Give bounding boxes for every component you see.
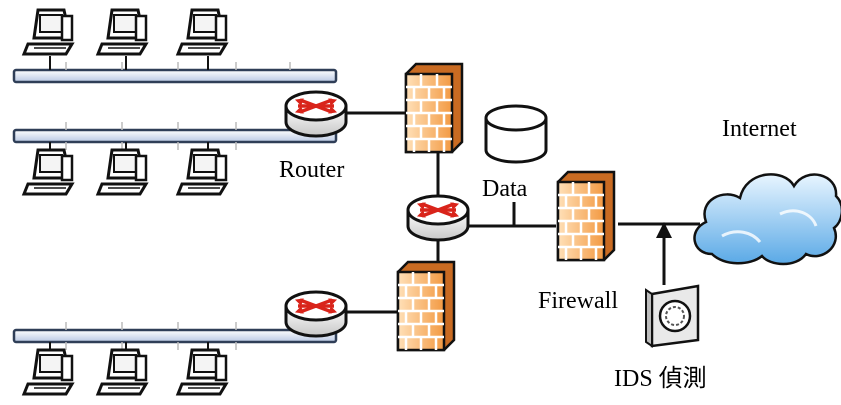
firewall-icon bbox=[556, 170, 616, 262]
computer-icon bbox=[96, 8, 148, 56]
computer-icon bbox=[176, 348, 228, 396]
ids-arrow-icon bbox=[656, 222, 672, 238]
computer-icon bbox=[176, 148, 228, 196]
router-label: Router bbox=[279, 157, 345, 183]
database-icon bbox=[484, 104, 548, 164]
firewall-label: Firewall bbox=[538, 288, 618, 314]
router-icon bbox=[284, 90, 348, 138]
computer-icon bbox=[96, 348, 148, 396]
ids-label: IDS 偵測 bbox=[614, 366, 707, 392]
computer-icon bbox=[96, 148, 148, 196]
computer-icon bbox=[176, 8, 228, 56]
firewall-icon bbox=[396, 260, 456, 352]
router-icon bbox=[406, 194, 470, 242]
internet-cloud-icon bbox=[693, 173, 841, 266]
ids-sensor-icon bbox=[645, 284, 700, 348]
firewall-icon bbox=[404, 62, 464, 154]
network-bus-1 bbox=[12, 68, 338, 84]
lan-bottom bbox=[12, 322, 338, 396]
lan-top bbox=[12, 8, 338, 196]
network-bus-3 bbox=[12, 328, 338, 344]
internet-label: Internet bbox=[722, 116, 797, 142]
router-icon bbox=[284, 290, 348, 338]
network-bus-2 bbox=[12, 128, 338, 144]
computer-icon bbox=[22, 148, 74, 196]
data-label: Data bbox=[482, 176, 528, 202]
computer-icon bbox=[22, 348, 74, 396]
computer-icon bbox=[22, 8, 74, 56]
